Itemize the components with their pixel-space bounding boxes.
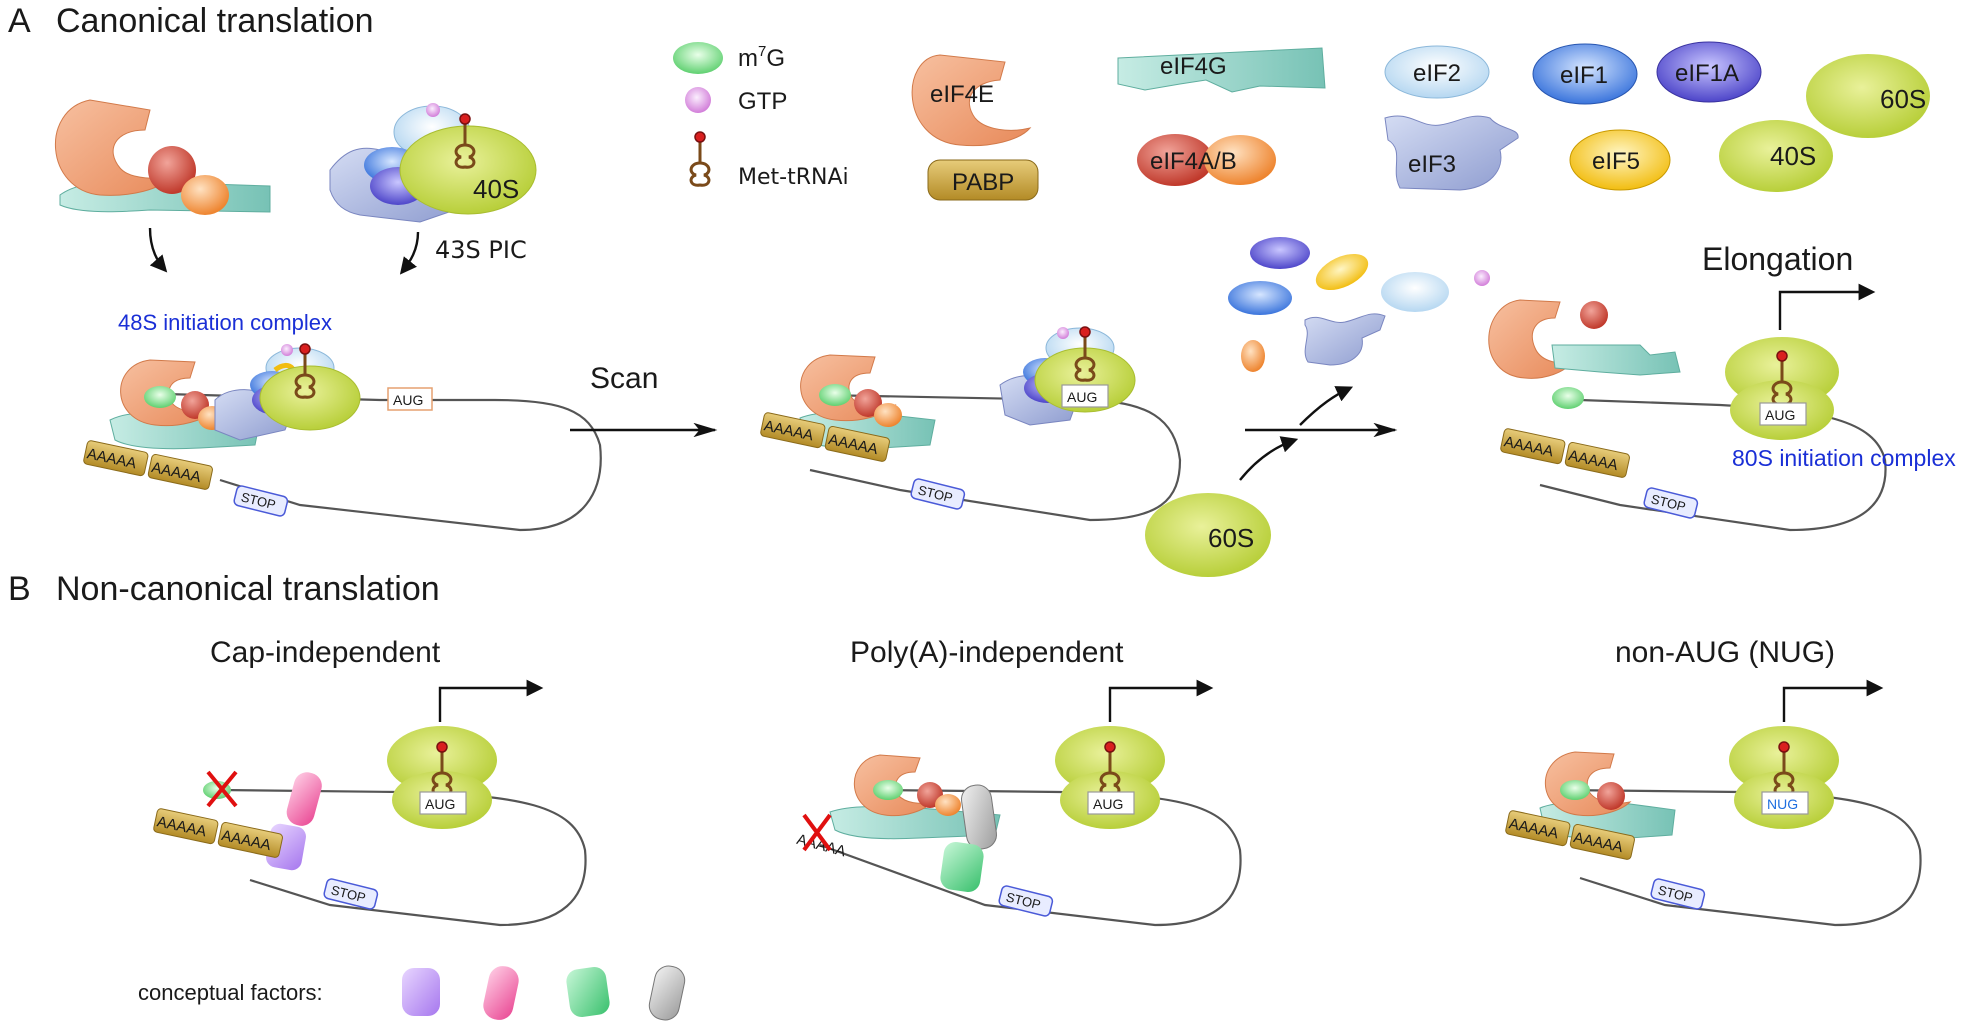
release-arrow bbox=[1299, 386, 1354, 426]
cap-binding-complex bbox=[55, 99, 271, 215]
released-factors bbox=[1228, 237, 1681, 379]
cap-independent-label: Cap-independent bbox=[210, 636, 441, 669]
pic-40s-label: 40S bbox=[473, 174, 519, 204]
section-a-title: Canonical translation bbox=[56, 2, 374, 40]
conceptual-factors-label: conceptual factors: bbox=[138, 980, 323, 1005]
ribosome-60s-free: 60S bbox=[1145, 493, 1271, 577]
elongation-arrow bbox=[1778, 283, 1876, 330]
merge-arrow-right bbox=[399, 231, 420, 275]
eif5-legend-icon bbox=[1569, 129, 1671, 191]
legend: m7G GTP Met-tRNAi eIF4E PABP eIF4G eIF4A… bbox=[673, 41, 1930, 201]
legend-eif1: eIF1 bbox=[1560, 62, 1608, 89]
polya-absent-cross-icon bbox=[802, 813, 832, 852]
legend-m7g: m7G bbox=[738, 43, 785, 72]
section-a-letter: A bbox=[8, 2, 31, 40]
legend-eif4g: eIF4G bbox=[1160, 53, 1227, 80]
eif3-legend-icon bbox=[1384, 115, 1519, 191]
join-arrow bbox=[1239, 436, 1299, 481]
conceptual-factor-gray-icon bbox=[648, 965, 686, 1021]
pic-43s-label: 43S PIC bbox=[435, 236, 527, 264]
pic-43s: 40S bbox=[329, 103, 537, 223]
ribosome-60s-legend-icon bbox=[1806, 54, 1930, 138]
legend-60s: 60S bbox=[1880, 84, 1926, 114]
polya-independent-complex: AUG AAAAA STOP bbox=[795, 726, 1242, 927]
aug-cap-independent: AUG bbox=[425, 796, 455, 812]
nug-codon: NUG bbox=[1767, 796, 1798, 812]
ribosome-40s-legend-icon bbox=[1719, 120, 1833, 192]
complex-80s: AUG AAAAA AAAAA STOP bbox=[1500, 337, 1887, 532]
complex-48s-label: 48S initiation complex bbox=[118, 310, 332, 335]
section-b-letter: B bbox=[8, 570, 31, 608]
eif2-legend-icon bbox=[1384, 45, 1490, 99]
eif4b-legend-icon bbox=[1204, 135, 1276, 185]
section-b-title: Non-canonical translation bbox=[56, 570, 440, 608]
non-aug-label: non-AUG (NUG) bbox=[1615, 636, 1835, 669]
non-aug-complex: NUG AAAAA AAAAA STOP bbox=[1505, 726, 1922, 927]
cap-absent-cross-icon bbox=[206, 770, 238, 808]
eif4e-legend-icon bbox=[911, 54, 1032, 147]
eif4g-legend-icon bbox=[1117, 47, 1326, 93]
complex-80s-label: 80S initiation complex bbox=[1732, 445, 1956, 471]
elongation-label: Elongation bbox=[1702, 241, 1853, 277]
eif1a-legend-icon bbox=[1656, 41, 1762, 103]
legend-gtp: GTP bbox=[738, 88, 787, 115]
aug-polya-independent: AUG bbox=[1093, 796, 1123, 812]
mrna-scan bbox=[809, 393, 1182, 522]
legend-eif4ab: eIF4A/B bbox=[1150, 148, 1237, 175]
conceptual-factor-purple-icon bbox=[402, 968, 440, 1016]
conceptual-factor-green-icon bbox=[566, 967, 610, 1017]
complex-scanning: AUG AAAAA AAAAA STOP bbox=[760, 325, 1182, 522]
legend-eif5: eIF5 bbox=[1592, 148, 1640, 175]
eif4a-legend-icon bbox=[1137, 134, 1213, 186]
mrna-48s bbox=[129, 391, 602, 532]
scan-label: Scan bbox=[590, 362, 658, 395]
cap-independent-complex: AUG AAAAA AAAAA STOP bbox=[153, 726, 587, 927]
conceptual-factor-pink-icon bbox=[483, 966, 519, 1020]
merge-arrow-left bbox=[148, 227, 168, 273]
legend-eif3: eIF3 bbox=[1408, 151, 1456, 178]
legend-met-trna: Met-tRNAi bbox=[738, 165, 849, 190]
aug-80s: AUG bbox=[1765, 407, 1795, 423]
legend-eif4e: eIF4E bbox=[930, 81, 994, 108]
trna-legend-icon bbox=[689, 130, 711, 187]
free-60s-label: 60S bbox=[1208, 523, 1254, 553]
eif1-legend-icon bbox=[1532, 43, 1638, 105]
polya-independent-label: Poly(A)-independent bbox=[850, 636, 1124, 669]
gtp-legend-icon bbox=[685, 87, 711, 113]
legend-eif1a: eIF1A bbox=[1675, 60, 1739, 87]
m7g-legend-icon bbox=[673, 42, 723, 74]
non-aug-arrow bbox=[1782, 679, 1884, 722]
legend-40s: 40S bbox=[1770, 141, 1816, 171]
aug-48s: AUG bbox=[393, 392, 423, 408]
legend-pabp: PABP bbox=[952, 169, 1014, 196]
aug-scan: AUG bbox=[1067, 389, 1097, 405]
pabp-legend-icon bbox=[927, 159, 1039, 201]
cap-independent-arrow bbox=[438, 679, 544, 722]
polya-independent-arrow bbox=[1108, 679, 1214, 722]
complex-48s: AUG AAAAA AAAAA STOP bbox=[83, 342, 602, 532]
legend-eif2: eIF2 bbox=[1413, 60, 1461, 87]
